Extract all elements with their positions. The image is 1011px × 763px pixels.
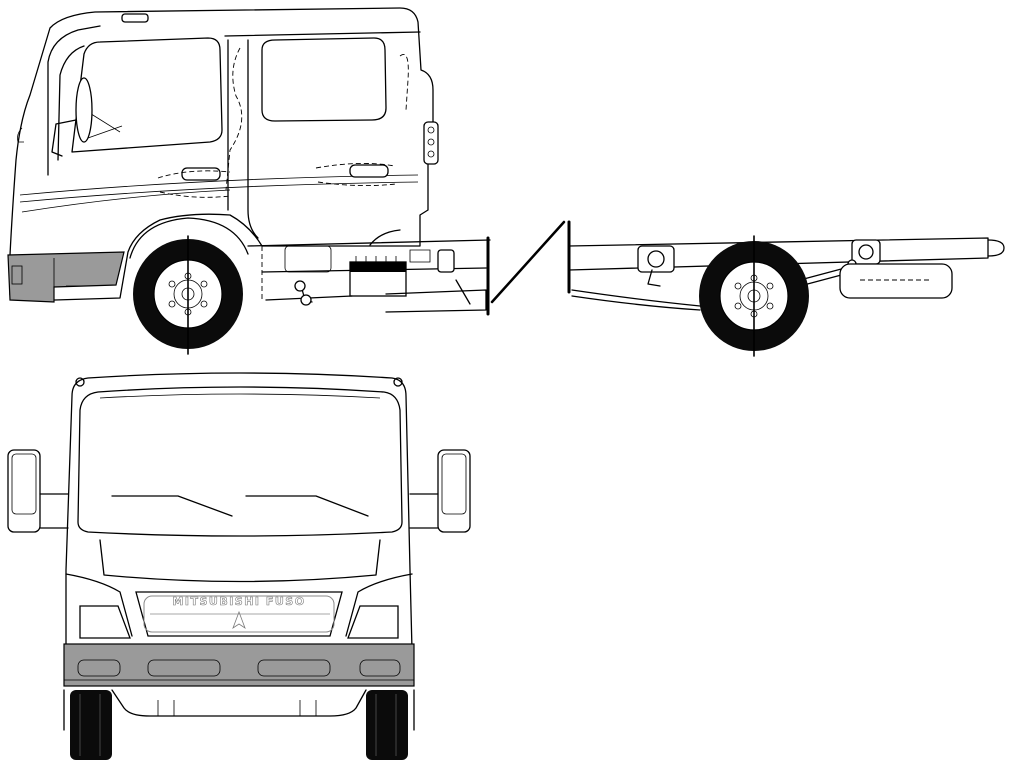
cab-body-outline bbox=[9, 7, 434, 301]
left-headlight bbox=[79, 605, 131, 639]
rear-door-window bbox=[261, 37, 387, 122]
side-mirror bbox=[75, 77, 93, 143]
fuel-filter bbox=[437, 249, 455, 273]
front-door-window bbox=[71, 37, 223, 153]
right-mirror-front bbox=[409, 449, 471, 533]
brand-logo-icon bbox=[232, 610, 246, 630]
fuel-tank bbox=[839, 263, 953, 299]
left-mirror-front bbox=[7, 449, 69, 533]
left-front-tire bbox=[70, 690, 112, 760]
right-headlight bbox=[347, 605, 399, 639]
front-bumper-side bbox=[7, 251, 125, 303]
rear-door-handle bbox=[349, 164, 389, 178]
front-wheel-side bbox=[133, 235, 243, 355]
right-front-tire bbox=[366, 690, 408, 760]
break-line bbox=[490, 220, 566, 304]
rear-wheel-side bbox=[699, 235, 809, 357]
roof-marker-lamp bbox=[121, 13, 149, 23]
front-view: MITSUBISHI FUSO bbox=[7, 372, 471, 760]
side-view-chassis-rear bbox=[567, 220, 1005, 311]
front-door-handle bbox=[181, 167, 221, 181]
front-cab-outline bbox=[65, 372, 413, 651]
front-bumper bbox=[63, 643, 415, 687]
side-view-chassis-front bbox=[247, 229, 491, 316]
grille-badge-text: MITSUBISHI FUSO bbox=[172, 595, 305, 608]
side-view-cab bbox=[7, 7, 439, 303]
cab-rear-lamp bbox=[423, 121, 439, 165]
windshield bbox=[77, 386, 403, 537]
